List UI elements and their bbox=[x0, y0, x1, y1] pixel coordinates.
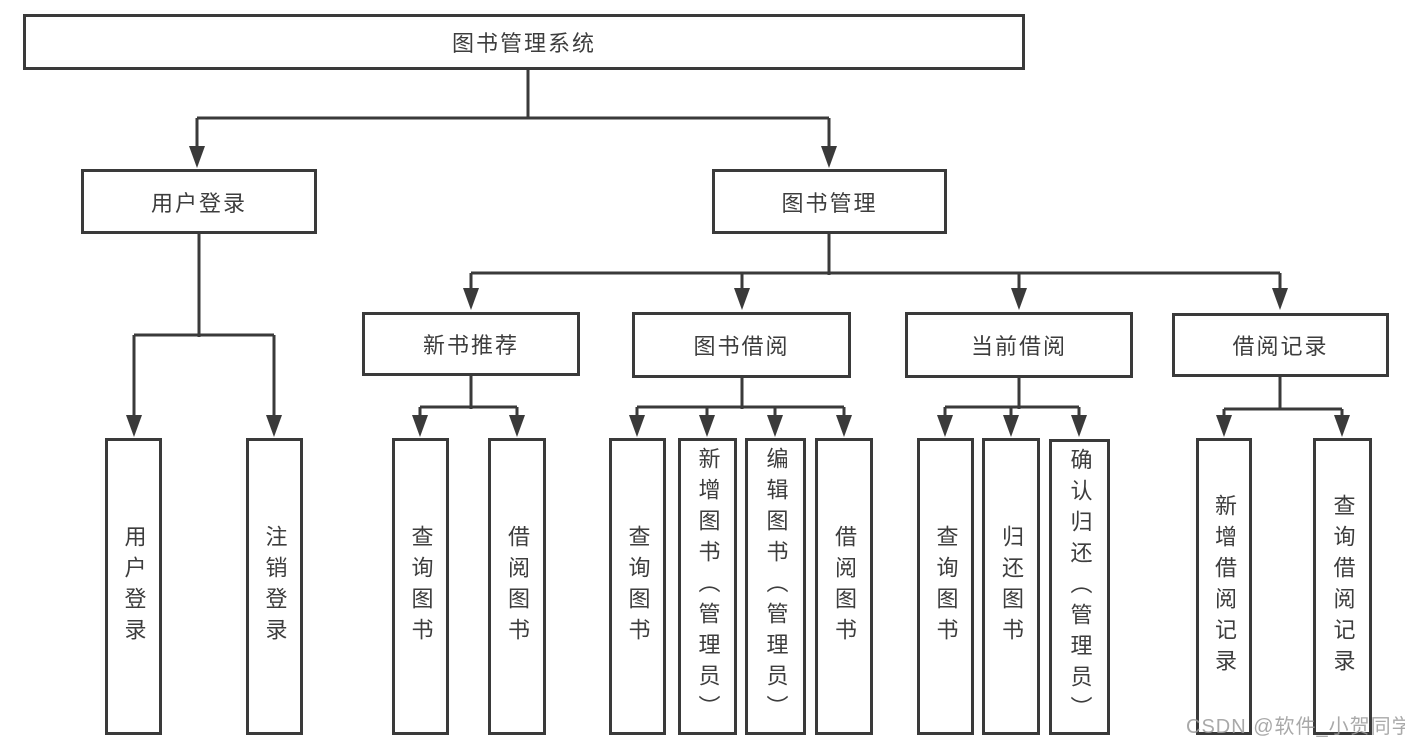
node-label: 当前借阅 bbox=[970, 334, 1067, 359]
node-label: 借阅图书 bbox=[832, 524, 857, 649]
leaf-query-books-2: 查询图书 bbox=[609, 438, 666, 735]
leaf-borrow-books-1: 借阅图书 bbox=[488, 438, 546, 735]
node-book-borrowing: 图书借阅 bbox=[632, 312, 851, 378]
node-label: 新增借阅记录 bbox=[1212, 493, 1237, 680]
node-label: 新书推荐 bbox=[422, 333, 519, 358]
node-label: 借阅图书 bbox=[505, 524, 530, 649]
node-label: 图书借阅 bbox=[693, 334, 790, 359]
leaf-query-books-3: 查询图书 bbox=[917, 438, 974, 735]
leaf-query-borrow-record: 查询借阅记录 bbox=[1313, 438, 1372, 735]
leaf-edit-book-admin: 编辑图书（管理员） bbox=[745, 438, 806, 735]
node-label: 新增图书（管理员） bbox=[695, 447, 721, 726]
node-label: 查询图书 bbox=[933, 524, 959, 649]
node-label: 用户登录 bbox=[121, 524, 147, 649]
node-label: 图书管理系统 bbox=[451, 31, 596, 56]
node-current-borrowing: 当前借阅 bbox=[905, 312, 1133, 378]
node-book-management: 图书管理 bbox=[712, 169, 947, 234]
node-user-login: 用户登录 bbox=[81, 169, 317, 234]
node-label: 查询图书 bbox=[625, 524, 651, 649]
node-label: 查询图书 bbox=[408, 524, 434, 649]
node-label: 借阅记录 bbox=[1232, 334, 1329, 359]
leaf-query-books-1: 查询图书 bbox=[392, 438, 449, 735]
node-label: 查询借阅记录 bbox=[1330, 493, 1356, 680]
node-label: 归还图书 bbox=[999, 524, 1024, 649]
node-label: 编辑图书（管理员） bbox=[763, 447, 789, 726]
leaf-logout: 注销登录 bbox=[246, 438, 303, 735]
leaf-add-borrow-record: 新增借阅记录 bbox=[1196, 438, 1252, 735]
connector-path bbox=[132, 70, 1344, 419]
leaf-user-login: 用户登录 bbox=[105, 438, 162, 735]
leaf-borrow-books-2: 借阅图书 bbox=[815, 438, 873, 735]
leaf-confirm-return-admin: 确认归还（管理员） bbox=[1049, 439, 1110, 735]
node-new-book-recommendation: 新书推荐 bbox=[362, 312, 580, 376]
node-label: 用户登录 bbox=[150, 190, 247, 216]
arrowheads bbox=[126, 146, 1350, 437]
leaf-add-book-admin: 新增图书（管理员） bbox=[678, 438, 737, 735]
leaf-return-books: 归还图书 bbox=[982, 438, 1040, 735]
node-root: 图书管理系统 bbox=[23, 14, 1025, 70]
csdn-watermark: CSDN @软件_小贺同学 bbox=[1186, 716, 1405, 738]
node-label: 图书管理 bbox=[781, 190, 878, 216]
node-label: 注销登录 bbox=[262, 524, 288, 649]
node-borrowing-records: 借阅记录 bbox=[1172, 313, 1389, 377]
node-label: 确认归还（管理员） bbox=[1067, 447, 1093, 727]
